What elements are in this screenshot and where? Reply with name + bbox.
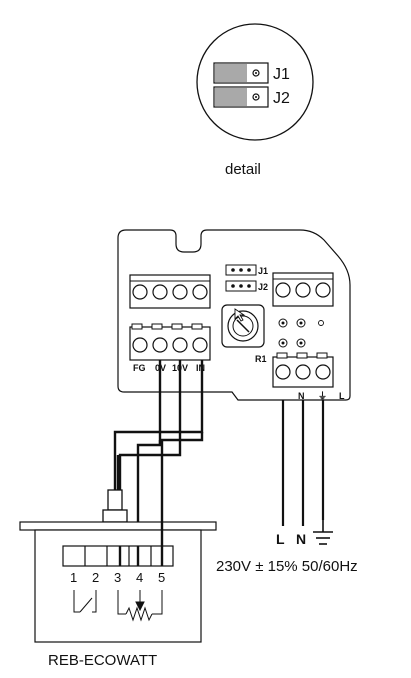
controller-terminal-strip <box>62 545 174 567</box>
power-label-n: N <box>298 391 305 401</box>
cable-gland <box>102 489 128 523</box>
supply-spec: 230V ± 15% 50/60Hz <box>216 558 358 575</box>
controller-wire-ends <box>118 440 162 566</box>
terminal-block-input <box>129 323 211 361</box>
mains-wires <box>281 400 325 526</box>
test-points <box>278 318 324 348</box>
terminal-block-power <box>272 352 334 388</box>
terminal-label-in: IN <box>196 363 205 373</box>
power-label-l: L <box>339 391 345 401</box>
board-j2-label: J2 <box>258 282 268 292</box>
switch-icon <box>73 590 97 613</box>
board-j1-label: J1 <box>258 266 268 276</box>
potentiometer-r1 <box>221 304 265 348</box>
terminal-label-fg: FG <box>133 363 146 373</box>
board-jumper-j1 <box>225 264 257 276</box>
r1-label: R1 <box>255 354 267 364</box>
supply-n-label: N <box>296 531 306 547</box>
controller-terminal-1: 1 <box>70 570 77 585</box>
detail-jumper-j1 <box>213 62 269 84</box>
cursor-arrow-icon <box>234 308 246 322</box>
detail-j1-label: J1 <box>273 66 290 83</box>
terminal-block-top-left <box>129 274 211 309</box>
power-label-earth: ⏚ <box>318 391 327 401</box>
detail-j2-label: J2 <box>273 90 290 107</box>
controller-name: REB-ECOWATT <box>48 652 157 669</box>
earth-icon <box>313 520 333 545</box>
controller-terminal-2: 2 <box>92 570 99 585</box>
potentiometer-icon <box>117 590 163 622</box>
controller-terminal-4: 4 <box>136 570 143 585</box>
controller-terminal-3: 3 <box>114 570 121 585</box>
detail-jumper-j2 <box>213 86 269 108</box>
terminal-block-top-right <box>272 272 334 307</box>
board-jumper-j2 <box>225 280 257 292</box>
controller-terminal-5: 5 <box>158 570 165 585</box>
wire-to-terminal-5 <box>160 432 204 566</box>
supply-l-label: L <box>276 531 285 547</box>
detail-caption: detail <box>225 161 261 178</box>
detail-magnifier: J1 J2 <box>196 23 314 141</box>
